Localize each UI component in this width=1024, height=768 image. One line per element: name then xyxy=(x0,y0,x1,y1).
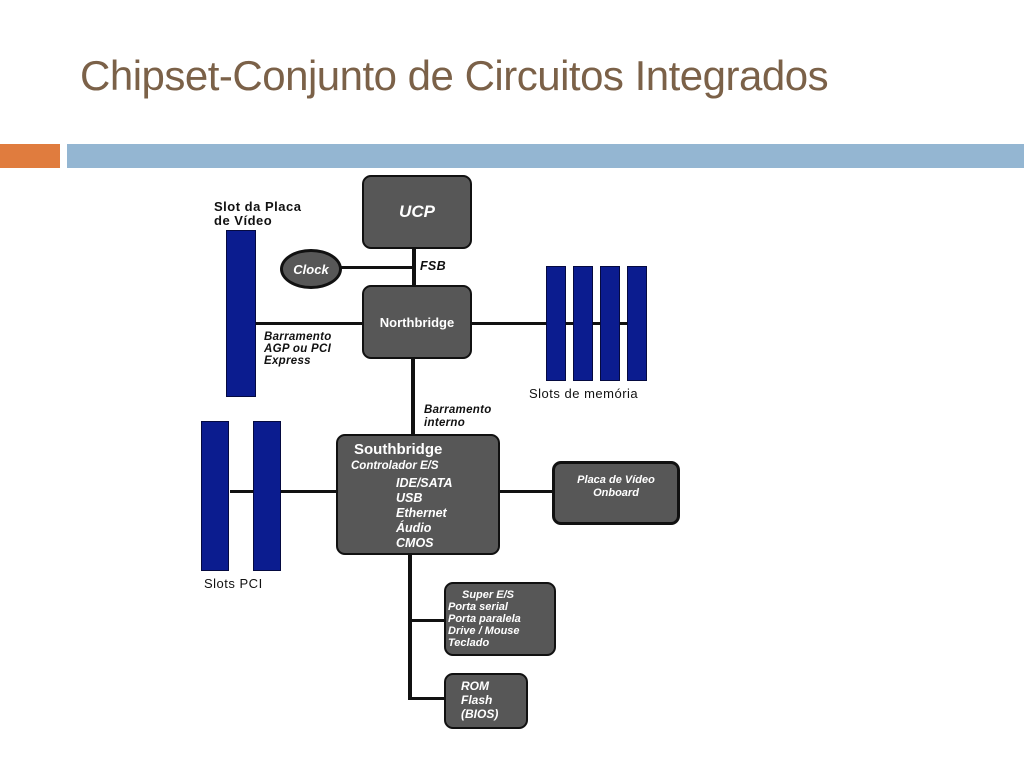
super-io-item: Porta serial xyxy=(448,601,508,613)
fsb-line xyxy=(412,248,416,288)
southbridge-items: IDE/SATA USB Ethernet Áudio CMOS xyxy=(396,476,452,551)
super-io-item: Porta paralela xyxy=(448,613,521,625)
onboard-video-line xyxy=(498,490,554,493)
pci-bus-line xyxy=(230,490,338,493)
fsb-label: FSB xyxy=(420,259,446,273)
clock-label: Clock xyxy=(293,261,329,277)
ucp-label: UCP xyxy=(399,202,435,221)
ucp-box: UCP xyxy=(362,175,472,249)
accent-bar-blue xyxy=(67,144,1024,168)
onboard-video-box: Placa de Vídeo Onboard xyxy=(552,461,680,525)
super-io-item: Teclado xyxy=(448,637,490,649)
memory-slot xyxy=(600,266,620,381)
southbridge-subtitle: Controlador E/S xyxy=(351,460,439,472)
clock-line xyxy=(340,266,414,269)
internal-bus-label: Barramento interno xyxy=(424,404,492,429)
accent-bar-orange xyxy=(0,144,60,168)
super-io-item: Drive / Mouse xyxy=(448,625,520,637)
rom-line xyxy=(408,697,446,700)
southbridge-item: CMOS xyxy=(396,536,434,550)
pci-slots-label: Slots PCI xyxy=(204,576,263,591)
clock-circle: Clock xyxy=(280,249,342,289)
southbridge-item: IDE/SATA xyxy=(396,476,453,490)
southbridge-item: USB xyxy=(396,491,423,505)
southbridge-box: Southbridge Controlador E/S IDE/SATA USB… xyxy=(336,434,500,555)
video-card-slot xyxy=(226,230,256,397)
agp-bus-label: Barramento AGP ou PCI Express xyxy=(264,331,332,367)
super-io-title: Super E/S xyxy=(462,589,514,601)
internal-bus-line xyxy=(411,358,415,435)
pci-slot xyxy=(201,421,229,571)
southbridge-title: Southbridge xyxy=(354,441,443,458)
slide-title: Chipset-Conjunto de Circuitos Integrados xyxy=(80,52,829,99)
northbridge-label: Northbridge xyxy=(379,314,455,330)
southbridge-down-line xyxy=(408,554,412,700)
southbridge-item: Ethernet xyxy=(396,506,447,520)
northbridge-box: Northbridge xyxy=(362,285,472,359)
super-io-box: Super E/S Porta serial Porta paralela Dr… xyxy=(444,582,556,656)
agp-bus-line xyxy=(255,322,363,325)
southbridge-item: Áudio xyxy=(396,521,432,535)
memory-slot xyxy=(573,266,593,381)
rom-box: ROM Flash (BIOS) xyxy=(444,673,528,729)
memory-slot xyxy=(546,266,566,381)
super-io-line xyxy=(408,619,446,622)
memory-slot xyxy=(627,266,647,381)
pci-slot xyxy=(253,421,281,571)
video-slot-label: Slot da Placa de Vídeo xyxy=(214,199,302,228)
memory-slots-label: Slots de memória xyxy=(529,386,639,401)
